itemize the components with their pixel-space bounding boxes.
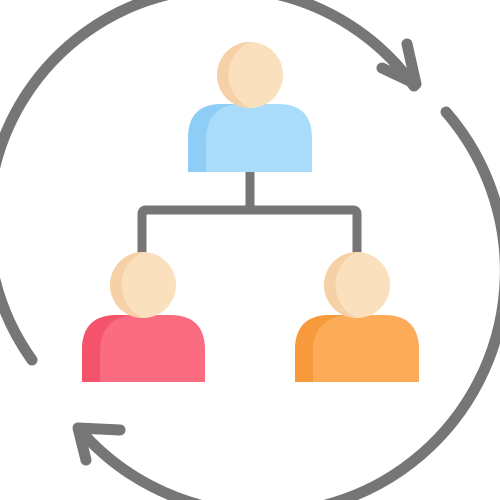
top-person-head [217, 42, 283, 108]
hierarchy-connector [137, 167, 362, 267]
upper-arrowhead-icon [376, 38, 422, 90]
connector-branches [137, 205, 362, 267]
right-person-body-shade [295, 315, 344, 382]
upper-arc-arrow [0, 0, 420, 366]
right-person-head-shade [324, 252, 357, 318]
right-person-head [324, 252, 390, 318]
top-person-head-shade [217, 42, 250, 108]
left-person-icon [82, 252, 205, 382]
left-person-body [82, 315, 205, 382]
left-person-head [110, 252, 176, 318]
left-person-body-shade [82, 315, 130, 382]
right-person-body [295, 315, 419, 382]
top-person-body-shade [188, 104, 236, 172]
top-person-icon [188, 42, 312, 172]
top-person-body [188, 104, 312, 172]
right-person-icon [295, 252, 419, 382]
lower-arrowhead-icon [72, 422, 126, 466]
lower-arc-arrow [74, 106, 500, 500]
left-person-head-shade [110, 252, 143, 318]
